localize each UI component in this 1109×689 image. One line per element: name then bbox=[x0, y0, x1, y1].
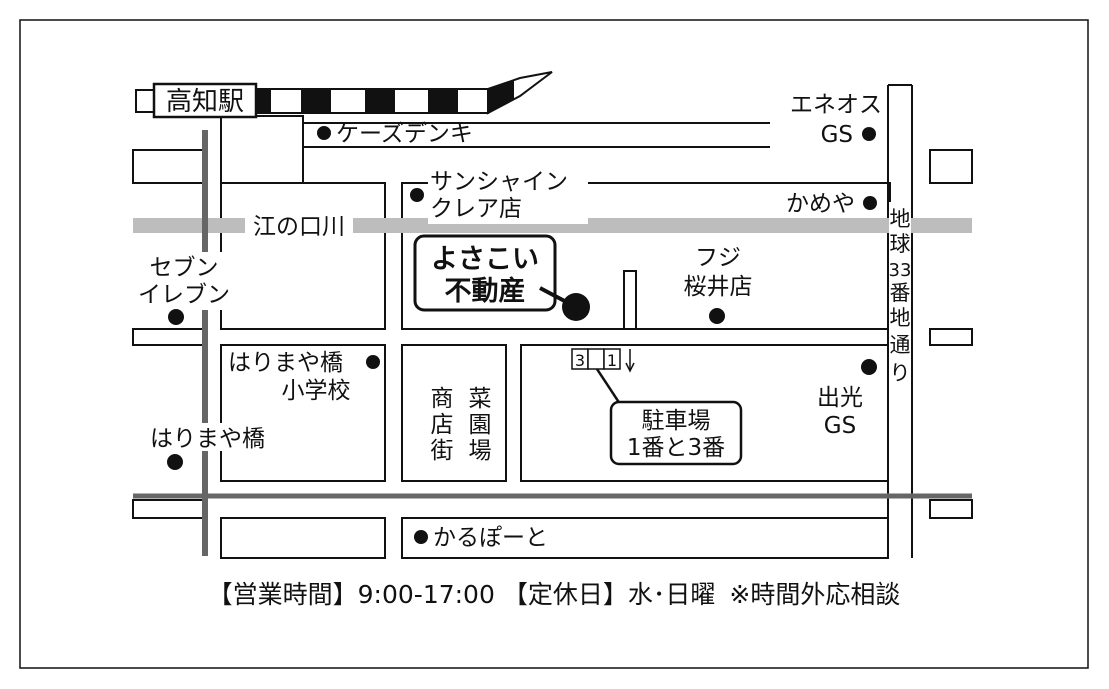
rail-segment bbox=[428, 89, 458, 113]
parking-slot bbox=[587, 348, 605, 370]
block bbox=[220, 344, 386, 482]
river-label-bg bbox=[245, 211, 353, 239]
label-eneos-1: エネオス bbox=[790, 92, 882, 118]
marker-fuji bbox=[709, 308, 725, 324]
saien-char: 菜 bbox=[469, 386, 492, 412]
label-kameya: かめや bbox=[786, 191, 855, 217]
rail-end bbox=[135, 89, 155, 113]
marker-idemitsu bbox=[861, 359, 877, 375]
station-name: 高知駅 bbox=[166, 87, 244, 117]
shotengai-char: 街 bbox=[431, 438, 454, 464]
marker-eneos bbox=[862, 127, 876, 141]
avenue-char: 地 bbox=[890, 207, 911, 231]
avenue-char: 通 bbox=[890, 333, 911, 357]
marker-sunshine bbox=[410, 188, 424, 202]
label-bg bbox=[145, 423, 277, 451]
parking-label-2: 1番と3番 bbox=[627, 435, 725, 461]
block bbox=[929, 149, 973, 184]
shotengai-char: 店 bbox=[431, 412, 454, 438]
marker-kameya bbox=[863, 196, 877, 210]
block bbox=[220, 115, 304, 184]
label-shotengai: 商 店 街 bbox=[431, 386, 454, 464]
office-callout bbox=[413, 234, 557, 312]
avenue-char: 地 bbox=[890, 306, 911, 330]
business-hours: 【営業時間】9:00-17:00 【定休日】水･日曜 ※時間外応相談 bbox=[208, 580, 901, 609]
avenue-char: 33 bbox=[889, 260, 912, 281]
avenue-char: 球 bbox=[890, 232, 911, 256]
label-seven-1: セブン bbox=[150, 255, 219, 281]
marker-ks-denki bbox=[317, 126, 331, 140]
block bbox=[401, 344, 507, 482]
office-name-1: よさこい bbox=[431, 244, 539, 275]
holiday-label: 【定休日】 bbox=[503, 580, 628, 609]
shotengai-char: 商 bbox=[431, 386, 454, 412]
block bbox=[132, 499, 204, 519]
saien-char: 場 bbox=[469, 438, 492, 464]
lane bbox=[623, 270, 637, 330]
block bbox=[929, 499, 973, 519]
block bbox=[220, 182, 386, 330]
label-harimaya: はりまや橋 bbox=[150, 426, 265, 452]
marker-seven bbox=[168, 309, 184, 325]
parking-arrowhead bbox=[625, 362, 635, 373]
parking-label-1: 駐車場 bbox=[642, 408, 711, 434]
label-sunshine-2: クレア店 bbox=[430, 196, 522, 222]
label-idemitsu-2: GS bbox=[824, 413, 856, 439]
rail-segment bbox=[301, 89, 331, 113]
block bbox=[929, 328, 973, 346]
label-karupo: かるぽーと bbox=[433, 525, 548, 551]
marker-harimaya-school bbox=[366, 355, 380, 369]
label-harimaya-school-2: 小学校 bbox=[282, 378, 351, 404]
after-hours-note: ※時間外応相談 bbox=[729, 580, 900, 609]
avenue-label: 地 球 33 番 地 通 り bbox=[889, 202, 912, 392]
label-fuji-2: 桜井店 bbox=[684, 274, 753, 300]
marker-harimaya bbox=[167, 454, 183, 470]
label-sunshine-1: サンシャイン bbox=[430, 169, 568, 195]
station-box bbox=[152, 82, 258, 119]
rail-segment bbox=[488, 80, 514, 113]
label-bg bbox=[128, 252, 236, 310]
label-seven-2: イレブン bbox=[138, 282, 230, 308]
block bbox=[132, 328, 204, 346]
label-fuji-1: フジ bbox=[695, 245, 741, 271]
label-idemitsu-1: 出光 bbox=[817, 385, 863, 411]
avenue-char: り bbox=[890, 361, 911, 385]
avenue-label-bg bbox=[889, 202, 911, 392]
block bbox=[220, 517, 386, 559]
avenue-char: 番 bbox=[890, 281, 911, 305]
saien-char: 園 bbox=[469, 412, 492, 438]
hours-value: 9:00-17:00 bbox=[358, 580, 495, 609]
river-name: 江の口川 bbox=[253, 214, 345, 240]
parking-slot bbox=[603, 348, 621, 370]
label-saien: 菜 園 場 bbox=[469, 386, 492, 464]
marker-office bbox=[562, 293, 590, 321]
parking-slot-1: 1 bbox=[607, 351, 617, 370]
rail-segment bbox=[256, 89, 271, 113]
marker-karupo bbox=[414, 530, 428, 544]
office-name-2: 不動産 bbox=[445, 275, 526, 307]
parking-callout bbox=[609, 400, 743, 466]
parking-slot-3: 3 bbox=[575, 351, 585, 370]
block bbox=[132, 149, 204, 184]
label-harimaya-school-1: はりまや橋 bbox=[228, 350, 343, 376]
label-ks-denki: ケーズデンキ bbox=[336, 121, 473, 147]
rail-segment bbox=[365, 89, 395, 113]
label-eneos-2: GS bbox=[821, 122, 853, 148]
label-bg bbox=[428, 166, 588, 224]
holiday-value: 水･日曜 bbox=[628, 580, 716, 609]
hours-label: 【営業時間】 bbox=[208, 580, 358, 609]
